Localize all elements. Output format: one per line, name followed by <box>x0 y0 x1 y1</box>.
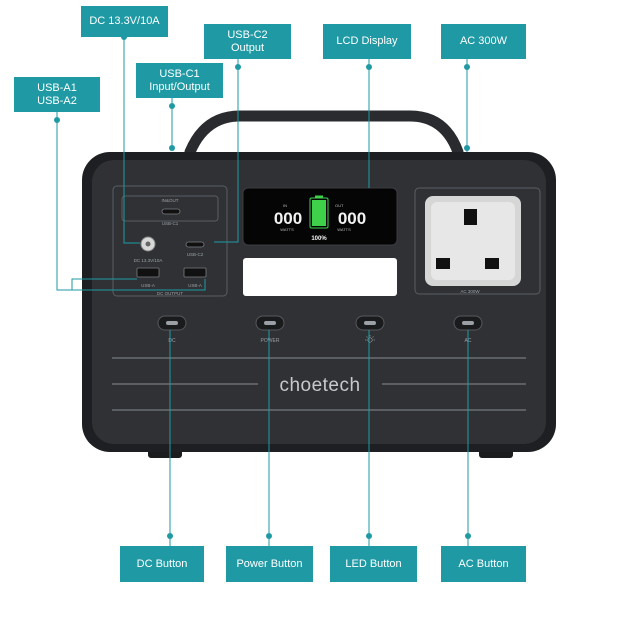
lcd-in-label: IN <box>283 203 287 208</box>
lcd-in-value: 000 <box>274 209 302 228</box>
led-light-panel <box>243 258 397 296</box>
label-usb-a-left: USB-A <box>141 283 155 288</box>
callout-dots <box>54 34 471 539</box>
port-panel <box>112 185 228 297</box>
callout-power-button: Power Button <box>226 546 313 582</box>
dc-button-indicator <box>166 321 178 325</box>
dc-button-label: DC <box>168 338 176 344</box>
grille <box>112 357 526 411</box>
usb-c1-port <box>161 208 181 215</box>
usb-a1-port <box>136 267 160 278</box>
callout-led-button: LED Button <box>330 546 417 582</box>
callout-dc-port: DC 13.3V/10A <box>81 6 168 37</box>
ac-button-indicator <box>462 321 474 325</box>
callout-usb-c2: USB-C2 Output <box>204 24 291 59</box>
dc-port-pin <box>145 241 151 247</box>
lcd-out-label: OUT <box>335 203 344 208</box>
power-button-label: POWER <box>261 338 280 344</box>
label-usb-c2: USB-C2 <box>187 252 204 257</box>
callout-ac-outlet: AC 300W <box>441 24 526 59</box>
callout-lcd-display: LCD Display <box>323 24 411 59</box>
label-usb-c1: USB-C1 <box>162 221 179 226</box>
label-ac-rating: AC 300W <box>460 289 480 294</box>
battery-icon-cap <box>315 195 323 199</box>
lcd-out-value: 000 <box>338 209 366 228</box>
callout-usb-a: USB-A1 USB-A2 <box>14 77 100 112</box>
usb-c1-bay <box>121 195 219 222</box>
callout-lines <box>56 37 469 546</box>
ac-live-slot <box>436 258 450 269</box>
ac-neutral-slot <box>485 258 499 269</box>
light-bulb-icon <box>365 335 375 343</box>
ac-panel <box>414 187 541 295</box>
lcd-in-unit: WATTS <box>280 227 294 232</box>
label-dc-port: DC 13.3V/10A <box>134 258 163 263</box>
battery-fill <box>312 200 326 226</box>
callout-ac-button: AC Button <box>441 546 526 582</box>
carry-handle <box>184 110 464 158</box>
label-in-out: IN&OUT <box>161 198 178 203</box>
callout-usb-c1: USB-C1 Input/Output <box>136 63 223 98</box>
label-dc-output: DC OUTPUT <box>157 291 183 296</box>
usb-a2-port <box>183 267 207 278</box>
brand-logo: choetech <box>279 375 360 396</box>
led-button-indicator <box>364 321 376 325</box>
callout-dc-button: DC Button <box>120 546 204 582</box>
lcd-battery-percent: 100% <box>311 236 327 242</box>
power-button-indicator <box>264 321 276 325</box>
label-usb-a-right: USB-A <box>188 283 202 288</box>
ac-earth-slot <box>464 209 477 225</box>
lcd-out-unit: WATTS <box>337 227 351 232</box>
usb-c2-port <box>185 241 205 248</box>
